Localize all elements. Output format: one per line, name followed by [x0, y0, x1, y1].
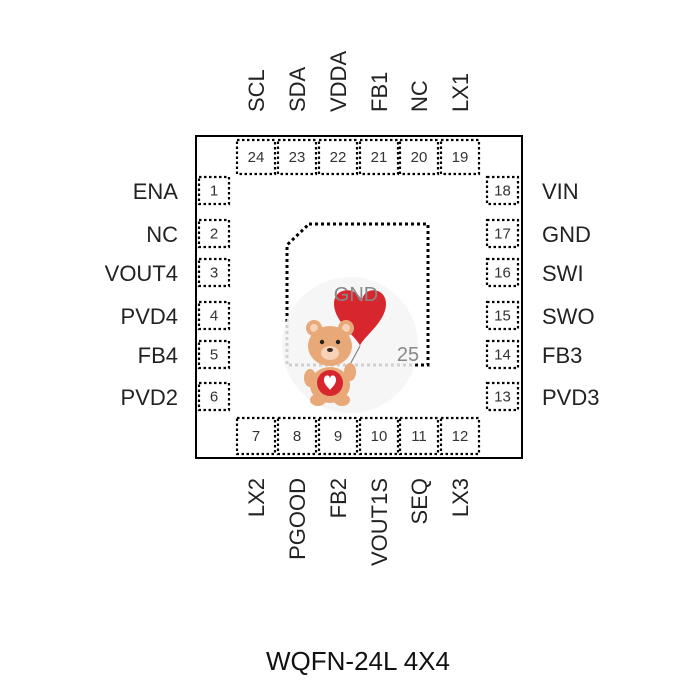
pin-name-right: FB3	[542, 343, 582, 368]
pin-name-bottom: SEQ	[407, 478, 432, 524]
pin-number: 2	[210, 226, 218, 243]
pin-number: 19	[452, 149, 469, 166]
pin-name-left: NC	[146, 222, 178, 247]
pin-name-top: FB1	[367, 72, 392, 112]
pin-number: 21	[371, 149, 388, 166]
pin-pad-left	[197, 339, 231, 370]
pin-number: 22	[330, 149, 347, 166]
pin-number: 10	[371, 428, 388, 445]
pin-name-right: SWO	[542, 304, 595, 329]
pin-number: 14	[494, 347, 511, 364]
pin-pad-bottom	[358, 416, 400, 456]
pin-pad-right	[485, 381, 520, 412]
pin-number: 23	[289, 149, 306, 166]
pin-name-left: PVD2	[121, 385, 178, 410]
pin-name-top: LX1	[448, 73, 473, 112]
pin-pad-left	[197, 218, 231, 249]
pin-pad-top	[317, 138, 359, 176]
pin-name-bottom: FB2	[326, 478, 351, 518]
pin-number: 8	[293, 428, 301, 445]
pin-number: 6	[210, 389, 218, 406]
pin-pad-right	[485, 257, 520, 288]
pin-name-left: ENA	[133, 179, 179, 204]
pin-number: 11	[411, 428, 427, 445]
pin-pad-top	[235, 138, 277, 176]
pin-number: 16	[494, 265, 511, 282]
pin-name-left: VOUT4	[105, 261, 178, 286]
pin-name-top: SDA	[285, 66, 310, 112]
pin-number: 13	[494, 389, 511, 406]
teddy-bear-heart-icon	[282, 277, 418, 413]
pin-name-top: VDDA	[326, 51, 351, 112]
exposed-pad-number: 25	[397, 344, 419, 366]
pin-pad-left	[197, 300, 231, 331]
pin-name-bottom: LX3	[448, 478, 473, 517]
pin-pad-top	[398, 138, 440, 176]
pin-number: 3	[210, 265, 218, 282]
pin-name-bottom: VOUT1S	[367, 478, 392, 566]
pin-pad-bottom	[317, 416, 359, 456]
pin-pad-right	[485, 218, 520, 249]
pin-pad-bottom	[276, 416, 318, 456]
pin-pad-top	[439, 138, 481, 176]
pin-number: 1	[210, 183, 218, 200]
pin-number: 18	[494, 183, 511, 200]
pin-name-right: GND	[542, 222, 591, 247]
pin-name-left: FB4	[138, 343, 178, 368]
pin-name-bottom: LX2	[244, 478, 269, 517]
pin-name-top: SCL	[244, 69, 269, 112]
pin-number: 15	[494, 308, 511, 325]
pin-name-right: PVD3	[542, 385, 599, 410]
pin-number: 17	[494, 226, 511, 243]
pin-number: 7	[252, 428, 260, 445]
pin-name-top: NC	[407, 80, 432, 112]
pin-name-right: SWI	[542, 261, 584, 286]
pin-pad-top	[358, 138, 400, 176]
pin-name-left: PVD4	[121, 304, 178, 329]
package-caption: WQFN-24L 4X4	[266, 646, 450, 676]
pin-pad-right	[485, 339, 520, 370]
pin-pad-left	[197, 381, 231, 412]
pin-pad-bottom	[439, 416, 481, 456]
pin-number: 24	[248, 149, 265, 166]
pin-number: 9	[334, 428, 342, 445]
pin-pad-left	[197, 257, 231, 288]
pin-number: 20	[411, 149, 428, 166]
pin-pad-bottom	[235, 416, 277, 456]
pin-name-right: VIN	[542, 179, 579, 204]
exposed-pad-name: GND	[334, 284, 378, 306]
pin-pad-right	[485, 300, 520, 331]
pin-pad-left	[197, 175, 231, 206]
pin-number: 4	[210, 308, 218, 325]
pin-pad-top	[276, 138, 318, 176]
pin-number: 5	[210, 347, 218, 364]
pin-pad-right	[485, 175, 520, 206]
pins-layer: 1 ENA 2 NC 3 VOUT4 4 PVD4 5 FB4 6 PVD2 13 PVD3 14 FB3 15…	[105, 51, 600, 566]
pin-name-bottom: PGOOD	[285, 478, 310, 560]
pin-number: 12	[452, 428, 469, 445]
pin-pad-bottom	[398, 416, 440, 456]
